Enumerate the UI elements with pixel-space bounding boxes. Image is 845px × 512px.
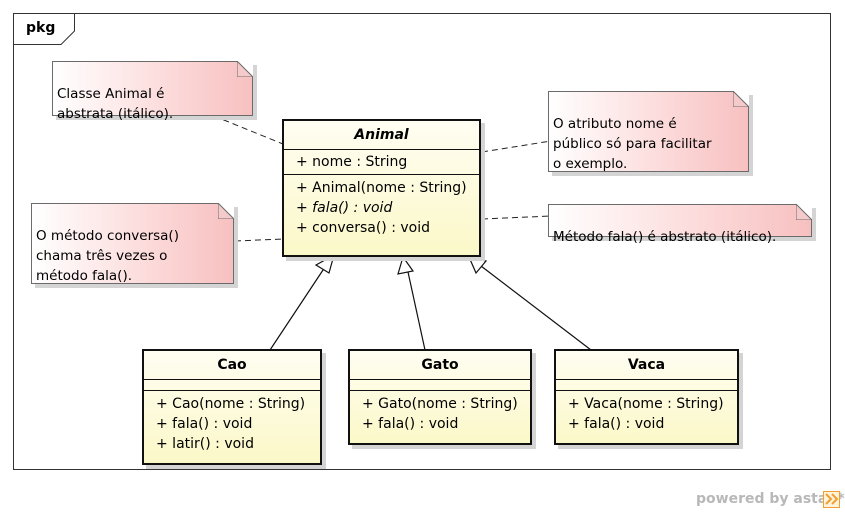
generalization-gato — [397, 255, 426, 351]
note-animal-abstract-text: Classe Animal é abstrata (itálico). — [57, 86, 174, 122]
note-fold-icon — [218, 203, 234, 219]
class-cao-name: Cao — [144, 351, 320, 380]
note-fala-abstract-text: Método fala() é abstrato (itálico). — [553, 229, 777, 245]
operation-cao-constructor: + Cao(nome : String) — [156, 396, 306, 412]
note-fold-icon — [733, 91, 749, 107]
operation-vaca-constructor: + Vaca(nome : String) — [568, 396, 724, 412]
class-vaca-attributes — [556, 380, 737, 391]
operation-cao-fala: + fala() : void — [156, 416, 253, 432]
package-label: pkg — [26, 20, 56, 36]
note-conversa-text: O método conversa() chama três vezes o m… — [36, 228, 179, 284]
class-gato-name: Gato — [350, 351, 530, 380]
operation-vaca-fala: + fala() : void — [568, 416, 665, 432]
class-animal[interactable]: Animal + nome : String + Animal(nome : S… — [282, 119, 481, 257]
class-animal-operations: + Animal(nome : String) + fala() : void … — [284, 175, 479, 241]
class-animal-attributes: + nome : String — [284, 150, 479, 175]
operation-animal-constructor: + Animal(nome : String) — [296, 180, 467, 196]
class-gato-operations: + Gato(nome : String) + fala() : void — [350, 391, 530, 437]
watermark: powered by astah* — [696, 491, 845, 507]
note-fold-icon — [796, 204, 812, 220]
note-nome-public-text: O atributo nome é público só para facili… — [553, 116, 712, 172]
note-animal-abstract: Classe Animal é abstrata (itálico). — [52, 61, 253, 122]
note-nome-public: O atributo nome é público só para facili… — [548, 91, 749, 172]
class-vaca-name: Vaca — [556, 351, 737, 380]
class-vaca-operations: + Vaca(nome : String) + fala() : void — [556, 391, 737, 437]
operation-conversa: + conversa() : void — [296, 220, 431, 236]
operation-gato-constructor: + Gato(nome : String) — [362, 396, 518, 412]
operation-cao-latir: + latir() : void — [156, 436, 254, 452]
operation-gato-fala: + fala() : void — [362, 416, 459, 432]
class-gato[interactable]: Gato + Gato(nome : String) + fala() : vo… — [348, 349, 532, 445]
note-conversa: O método conversa() chama três vezes o m… — [31, 203, 234, 284]
generalization-vaca — [467, 256, 592, 351]
class-vaca[interactable]: Vaca + Vaca(nome : String) + fala() : vo… — [554, 349, 739, 445]
class-cao[interactable]: Cao + Cao(nome : String) + fala() : void… — [142, 349, 322, 465]
operation-fala-abstract: + fala() : void — [296, 200, 393, 216]
class-cao-attributes — [144, 380, 320, 391]
attribute-nome: + nome : String — [296, 154, 408, 170]
anchor-animal-note — [213, 115, 284, 145]
anchor-nome-note — [481, 140, 552, 153]
astah-logo-icon — [823, 491, 840, 508]
class-gato-attributes — [350, 380, 530, 391]
anchor-conversa-note — [234, 238, 284, 242]
class-animal-name: Animal — [284, 121, 479, 150]
class-cao-operations: + Cao(nome : String) + fala() : void + l… — [144, 391, 320, 457]
note-fold-icon — [237, 61, 253, 77]
generalization-cao — [269, 253, 335, 351]
note-fala-abstract: Método fala() é abstrato (itálico). — [548, 204, 812, 245]
anchor-fala-note — [481, 215, 552, 220]
package-tab — [13, 13, 75, 45]
